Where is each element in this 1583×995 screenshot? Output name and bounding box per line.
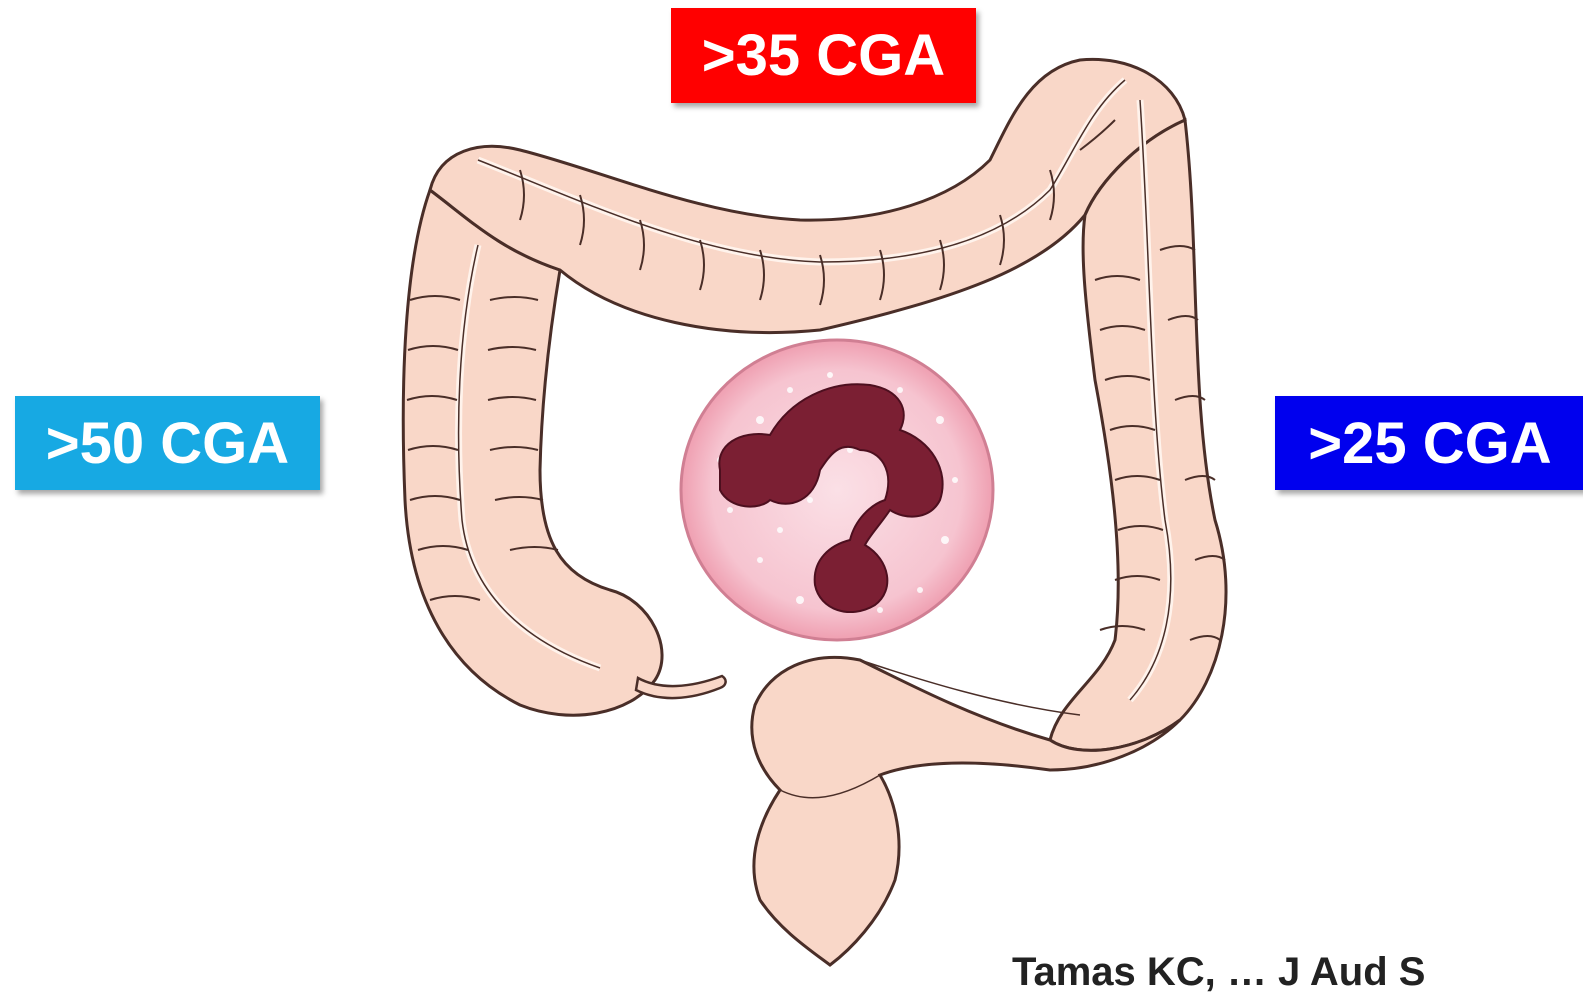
threshold-label-top: >35 CGA [671,8,976,103]
neutrophil-cell [681,340,993,640]
threshold-label-right: >25 CGA [1275,396,1583,490]
threshold-label-left: >50 CGA [15,396,320,490]
citation-text: Tamas KC, … J Aud S [1012,950,1425,995]
